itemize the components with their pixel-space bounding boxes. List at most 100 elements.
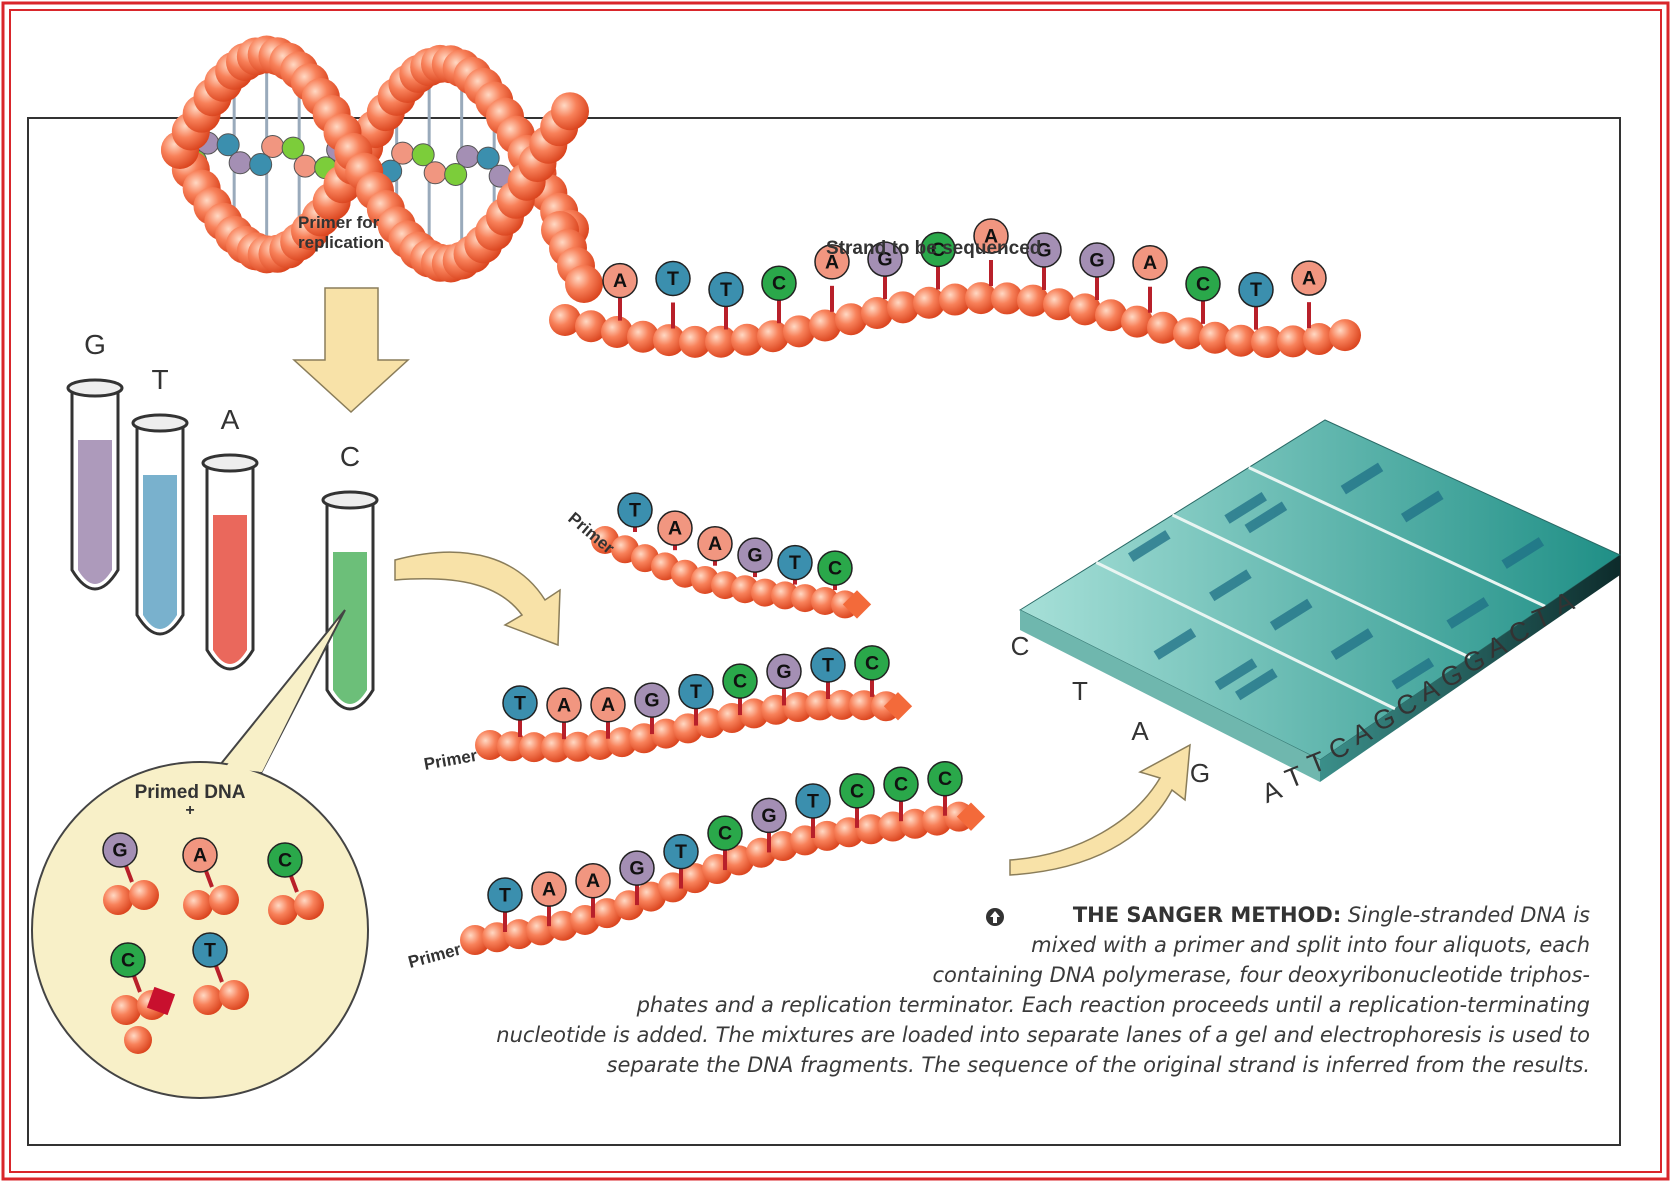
base-letter: C — [121, 949, 135, 971]
base-letter: T — [499, 884, 511, 906]
gel-band — [1340, 462, 1384, 495]
fragment-base: T — [810, 647, 846, 683]
fragment-base: A — [546, 687, 582, 723]
gel-band — [1209, 569, 1252, 602]
base-letter: G — [877, 249, 892, 271]
template-base: G — [867, 241, 903, 277]
fragment-bead — [563, 731, 593, 762]
template-bead — [809, 309, 841, 342]
base-letter: T — [667, 268, 679, 290]
nucleotide-a: A — [182, 837, 239, 920]
fragment-base: C — [817, 550, 853, 586]
template-bead — [653, 324, 685, 357]
curved-arrow-to-fragments-icon — [394, 551, 561, 647]
tube-a: A — [201, 404, 259, 671]
base-letter: G — [776, 661, 791, 683]
base-letter: T — [204, 939, 216, 961]
fragment-bead — [900, 808, 930, 839]
base-letter: C — [733, 671, 747, 693]
base-letter: A — [668, 518, 682, 540]
fragment-base: C — [854, 645, 890, 681]
primer-for-replication-label-2: replication — [298, 233, 384, 252]
fragment-base: G — [751, 797, 787, 834]
template-bead — [783, 315, 815, 348]
fragment-base: T — [663, 833, 699, 870]
base-letter: T — [629, 499, 641, 521]
nucleotide-bead — [183, 890, 213, 920]
gel-band — [1244, 501, 1288, 534]
base-letter: T — [675, 841, 687, 863]
template-bead — [1069, 293, 1101, 326]
base-letter: G — [112, 839, 127, 861]
gel-band — [1153, 628, 1197, 660]
nucleotide-base: G — [102, 832, 138, 868]
fragment-bead — [475, 730, 505, 760]
lane-label-a: A — [1131, 716, 1149, 746]
nucleotide-c: C — [267, 842, 324, 925]
fragment-base: G — [619, 850, 655, 886]
terminator-icon — [956, 802, 986, 831]
base-letter: G — [747, 545, 762, 567]
fragment-base: C — [883, 766, 919, 802]
template-bead — [965, 282, 997, 315]
caption-line-1: THE SANGER METHOD: Single-stranded DNA i… — [300, 900, 1590, 930]
template-bead — [601, 316, 633, 349]
caption-text-1: Single-stranded DNA is — [1347, 903, 1590, 927]
fragment-base: T — [502, 685, 538, 721]
caption: THE SANGER METHOD: Single-stranded DNA i… — [300, 900, 1590, 1080]
gel-lane-labels: C T A G — [1011, 631, 1211, 788]
helix-bead — [565, 265, 603, 303]
terminator-icon — [883, 692, 913, 721]
template-bead — [1173, 317, 1205, 350]
fragment-base: G — [737, 537, 773, 573]
primer-for-replication-label-1: Primer for — [298, 213, 380, 232]
fragment-base: T — [487, 877, 523, 913]
gel-bands — [1127, 462, 1545, 701]
gel-band — [1127, 530, 1171, 562]
caption-line-6: separate the DNA fragments. The sequence… — [606, 1053, 1590, 1077]
nucleotide-base: C — [110, 942, 146, 978]
primed-dna-label: Primed DNA — [135, 782, 246, 803]
template-base: A — [1291, 260, 1327, 296]
base-letter: T — [789, 552, 801, 574]
gel-band — [1501, 537, 1545, 569]
gel-band — [1400, 490, 1444, 523]
lane-label-t: T — [1072, 676, 1088, 706]
fragment-base: T — [795, 783, 831, 819]
fragment-bead — [827, 689, 857, 720]
template-bead — [991, 282, 1023, 315]
caption-arrow-icon — [986, 908, 1004, 926]
nucleotide-bead — [124, 1026, 152, 1054]
base-letter: T — [1250, 279, 1262, 301]
template-base: C — [761, 265, 797, 301]
base-letter: A — [613, 270, 627, 292]
gel-band — [1214, 658, 1258, 691]
gel-band — [1391, 657, 1435, 690]
base-letter: A — [542, 879, 556, 901]
fragment-base: T — [777, 544, 813, 581]
base-letter: C — [772, 273, 786, 295]
template-base: G — [1079, 242, 1115, 278]
nucleotide-bead — [294, 890, 324, 920]
lane-label-c: C — [1011, 631, 1030, 661]
gel-band — [1446, 597, 1490, 629]
base-letter: T — [690, 681, 702, 703]
lane-label-g: G — [1190, 758, 1210, 788]
gel-band — [1235, 668, 1278, 701]
template-bead — [1225, 324, 1257, 357]
fragment-base: G — [766, 653, 802, 690]
curved-arrow-to-gel-icon — [1009, 743, 1191, 876]
nucleotide-base: C — [267, 842, 303, 878]
base-letter: G — [761, 805, 776, 827]
base-letter: A — [1143, 252, 1157, 274]
fragment-base: A — [531, 871, 567, 907]
base-letter: C — [278, 849, 292, 871]
template-bead — [1043, 288, 1075, 321]
down-arrow-icon — [292, 287, 410, 414]
fragment-base: A — [590, 686, 626, 723]
gel-band — [1269, 598, 1313, 631]
nucleotide-bead — [103, 885, 133, 915]
